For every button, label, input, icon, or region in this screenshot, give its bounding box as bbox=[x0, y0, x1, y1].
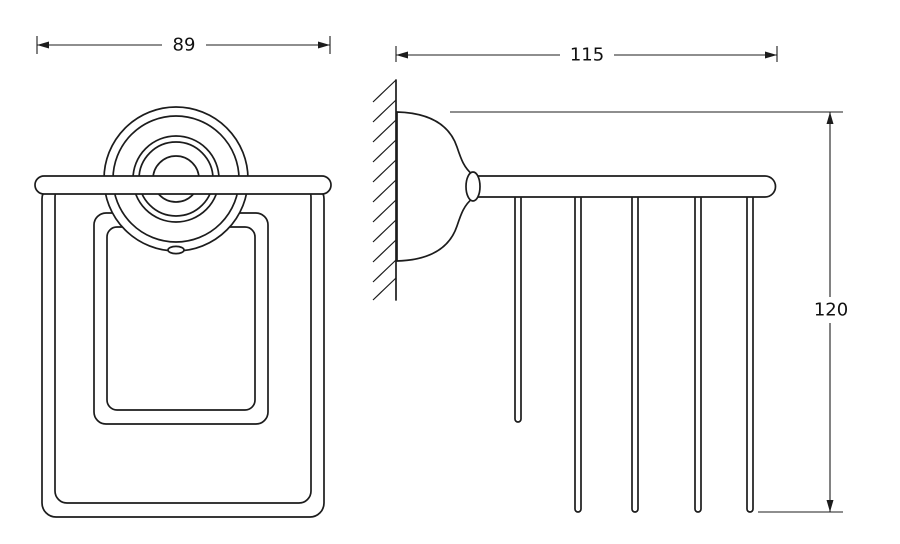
height-dim-lines bbox=[450, 111, 843, 513]
width-dim-label: 89 bbox=[173, 35, 196, 56]
height-dim-label: 120 bbox=[814, 300, 848, 321]
set-screw-detail bbox=[167, 245, 185, 255]
dim-arrow-down-icon bbox=[826, 500, 834, 512]
depth-dimension: 115 bbox=[395, 43, 778, 67]
collar-ring bbox=[465, 171, 481, 202]
front-view bbox=[34, 106, 332, 518]
hanging-wire bbox=[574, 185, 582, 513]
hanging-wire bbox=[514, 185, 522, 423]
dim-arrow-up-icon bbox=[826, 112, 834, 124]
mount-plate-profile bbox=[396, 111, 474, 262]
dim-arrow-right-icon bbox=[765, 51, 777, 59]
width-dimension: 89 bbox=[36, 33, 331, 57]
depth-dim-label: 115 bbox=[570, 45, 604, 66]
dim-arrow-left-icon bbox=[396, 51, 408, 59]
dim-arrow-left-icon bbox=[37, 41, 49, 49]
wall-hatching bbox=[372, 79, 397, 301]
hanging-wires bbox=[514, 185, 754, 513]
width-dim-label-bg bbox=[162, 33, 206, 57]
hanging-wire bbox=[631, 185, 639, 513]
hanging-wire bbox=[694, 185, 702, 513]
dim-arrow-right-icon bbox=[318, 41, 330, 49]
height-dimension: 120 bbox=[450, 111, 860, 513]
hanging-wire bbox=[746, 185, 754, 513]
basket-innermost-frame bbox=[106, 226, 256, 411]
side-view bbox=[372, 79, 777, 513]
height-dim-label-bg bbox=[804, 297, 860, 323]
depth-dim-label-bg bbox=[560, 43, 614, 67]
support-arm bbox=[473, 175, 777, 198]
front-top-rail bbox=[34, 175, 332, 195]
